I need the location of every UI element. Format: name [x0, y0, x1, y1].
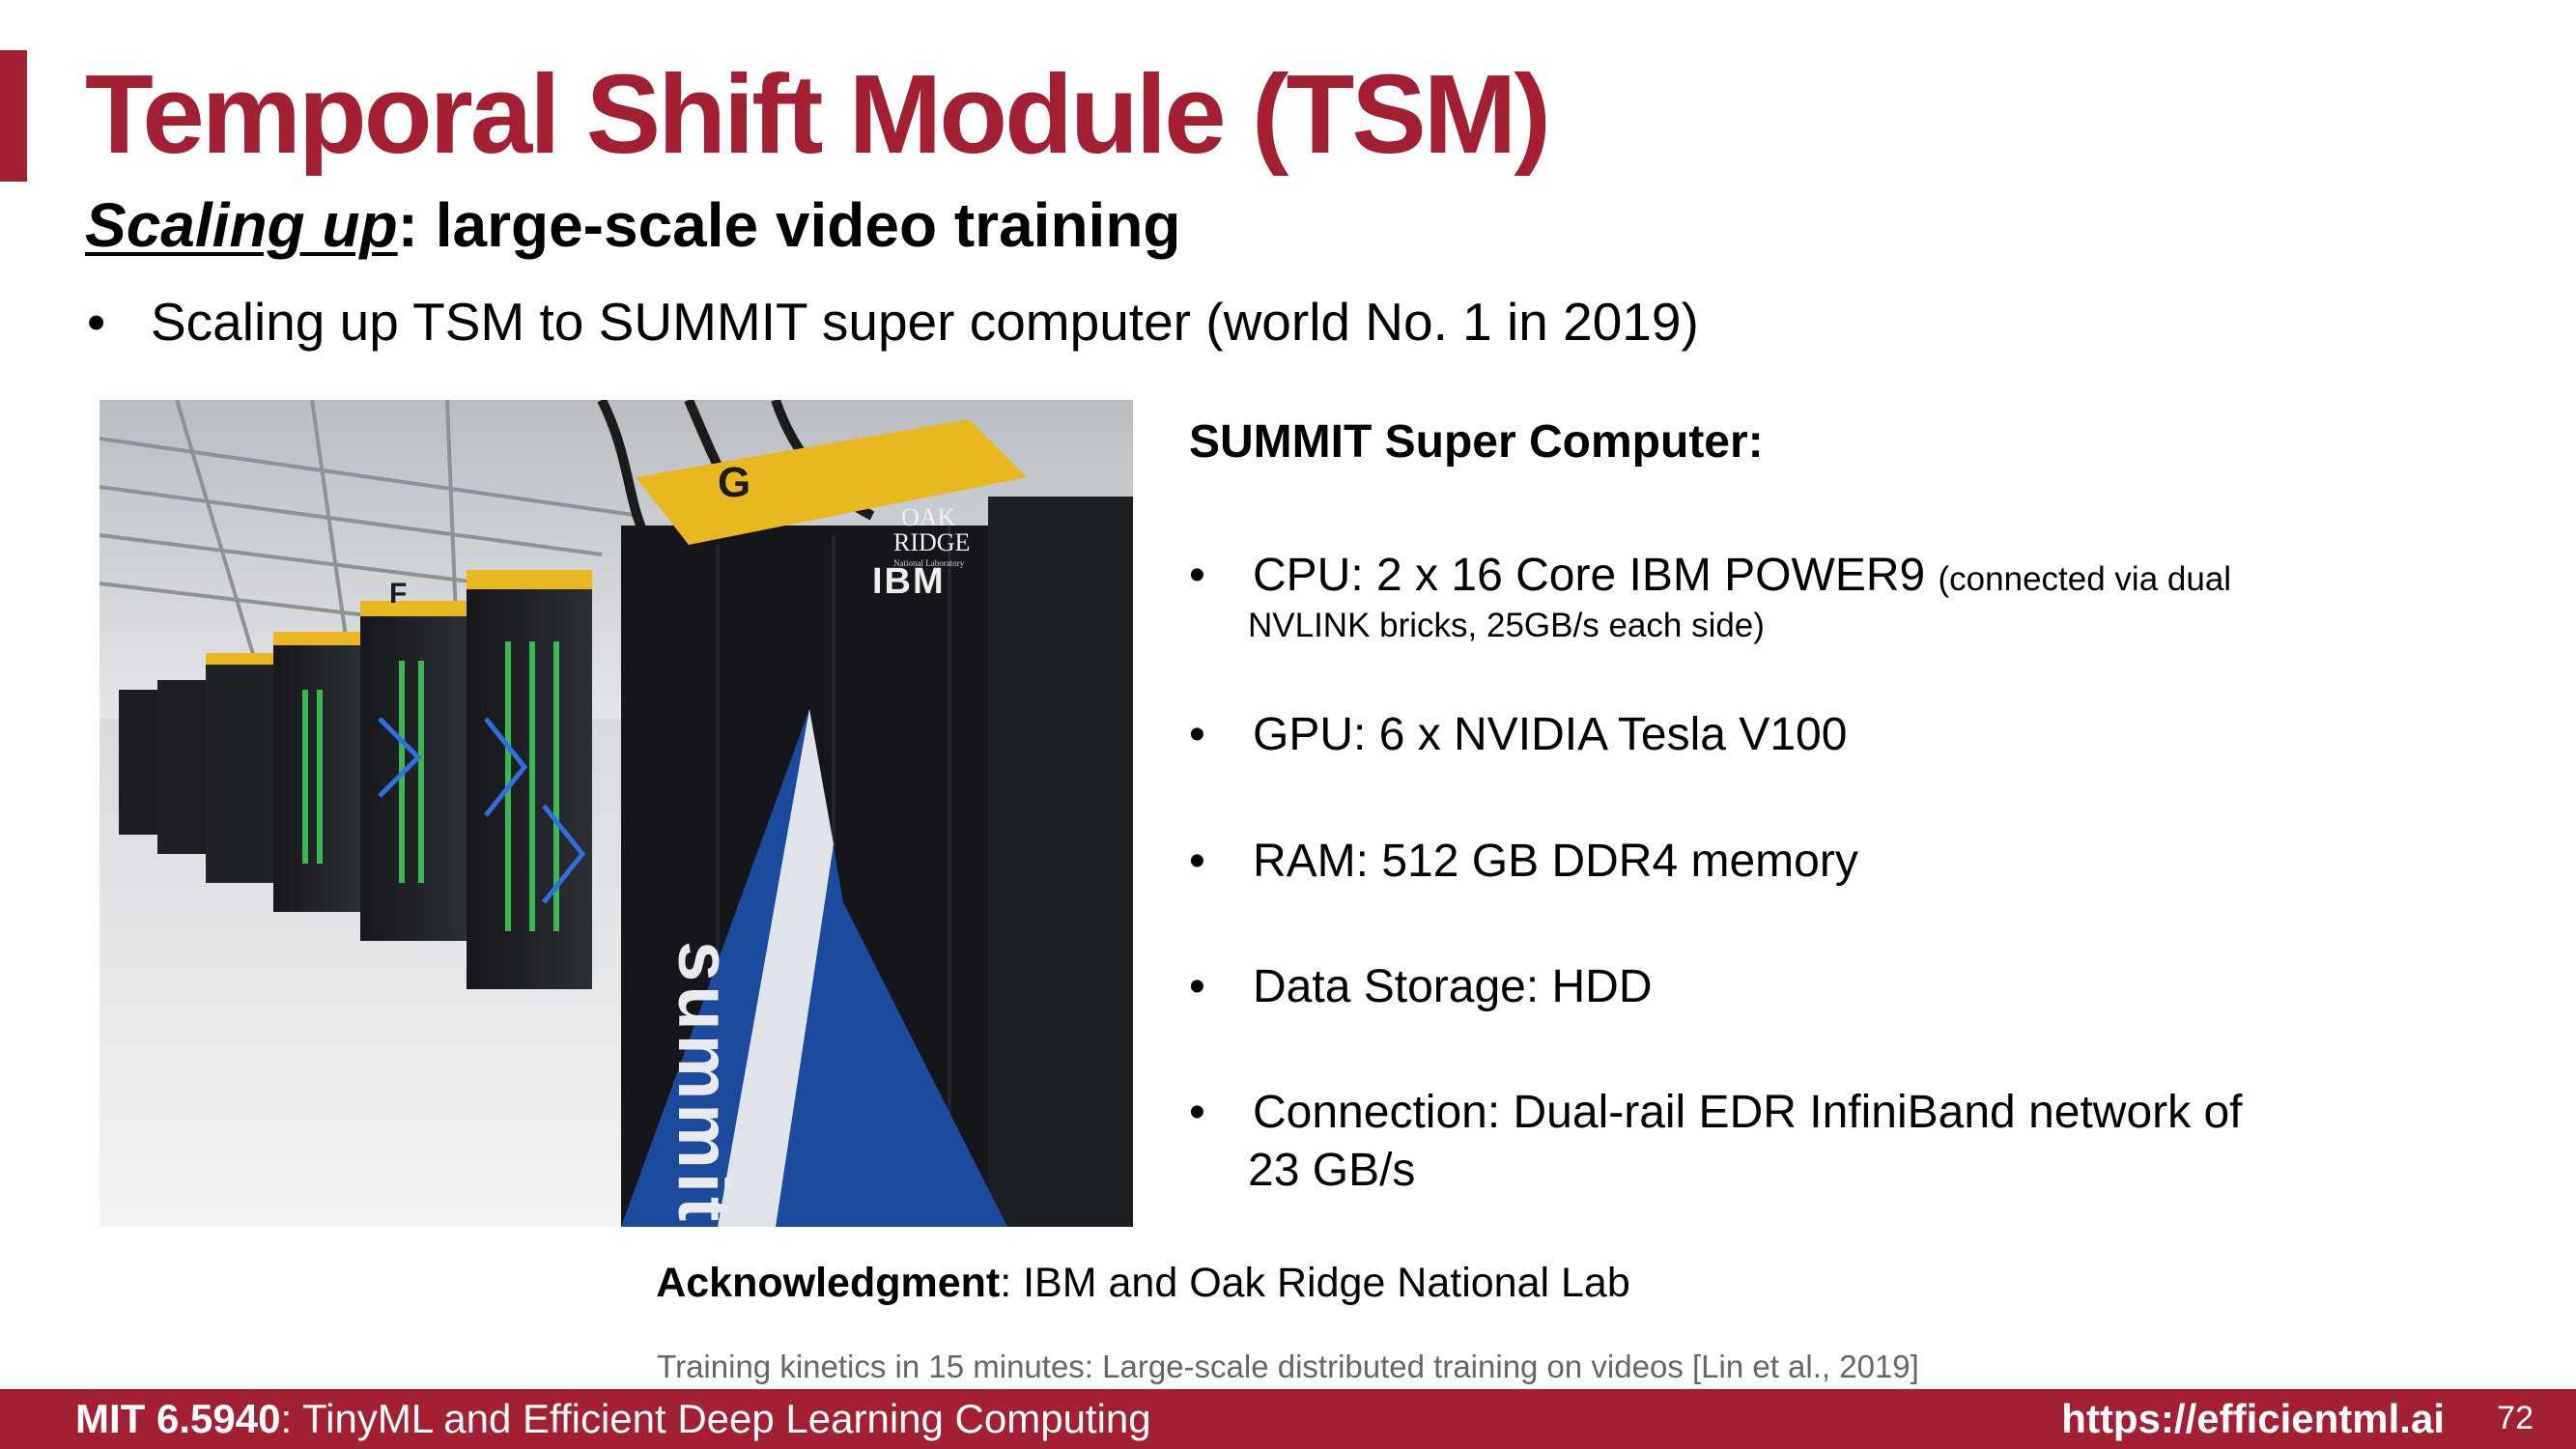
slide-subtitle: Scaling up: large-scale video training [85, 191, 1181, 259]
footer-course: MIT 6.5940: TinyML and Efficient Deep Le… [75, 1396, 1151, 1442]
bullet-dot-icon: • [87, 292, 106, 352]
ibm-label: IBM [872, 561, 946, 602]
acknowledgment-label: Acknowledgment [656, 1260, 1001, 1306]
subtitle-rest: : large-scale video training [397, 190, 1181, 260]
subtitle-emphasis: Scaling up [85, 190, 398, 260]
spec-gpu: • GPU: 6 x NVIDIA Tesla V100 [1189, 706, 1847, 764]
lab-label-line2: RIDGE [893, 528, 970, 556]
bullet-dot-icon: • [1189, 961, 1205, 1012]
spec-storage-text: Data Storage: HDD [1253, 961, 1653, 1012]
page-number: 72 [2497, 1400, 2534, 1436]
spec-connection-text: Connection: Dual-rail EDR InfiniBand net… [1253, 1087, 2243, 1138]
footer-url-link[interactable]: https://efficientml.ai [2061, 1396, 2445, 1441]
footer-course-code: MIT 6.5940 [75, 1396, 281, 1441]
bullet-summit-text: Scaling up TSM to SUMMIT super computer … [151, 292, 1699, 352]
summit-logo-text: summit [663, 941, 745, 1225]
bullet-dot-icon: • [1189, 836, 1205, 887]
specs-title: SUMMIT Super Computer: [1189, 416, 1764, 468]
bullet-dot-icon: • [1189, 1087, 1205, 1138]
acknowledgment-text: : IBM and Oak Ridge National Lab [1000, 1260, 1630, 1306]
row-letter-f: F [389, 578, 407, 610]
title-accent-bar [0, 50, 27, 182]
lab-label-line1: OAK [901, 503, 956, 531]
spec-gpu-text: GPU: 6 x NVIDIA Tesla V100 [1253, 709, 1848, 760]
bullet-dot-icon: • [1189, 709, 1205, 760]
bullet-dot-icon: • [1189, 550, 1205, 601]
footer-bar: MIT 6.5940: TinyML and Efficient Deep Le… [0, 1389, 2576, 1449]
summit-photo: G F summit OAK RIDGE National Laboratory… [99, 400, 1133, 1227]
footer-course-name: : TinyML and Efficient Deep Learning Com… [280, 1396, 1151, 1441]
spec-cpu-text: CPU: 2 x 16 Core IBM POWER9 [1253, 550, 1926, 601]
spec-connection: • Connection: Dual-rail EDR InfiniBand ne… [1189, 1084, 2243, 1200]
spec-ram: • RAM: 512 GB DDR4 memory [1189, 833, 1858, 891]
row-letter-g: G [718, 459, 750, 506]
spec-cpu: • CPU: 2 x 16 Core IBM POWER9 (connected … [1189, 547, 2231, 647]
summit-photo-illustration: G F summit OAK RIDGE National Laboratory… [99, 400, 1133, 1227]
bullet-summit: • Scaling up TSM to SUMMIT super computer… [87, 290, 1699, 354]
spec-cpu-note-cont: NVLINK bricks, 25GB/s each side) [1248, 607, 1765, 644]
spec-storage: • Data Storage: HDD [1189, 958, 1653, 1016]
spec-ram-text: RAM: 512 GB DDR4 memory [1253, 836, 1858, 887]
acknowledgment: Acknowledgment: IBM and Oak Ridge Nation… [0, 1260, 2576, 1307]
lab-label-line3: National Laboratory [893, 558, 965, 568]
spec-cpu-note: (connected via dual [1938, 560, 2232, 598]
slide-title: Temporal Shift Module (TSM) [85, 51, 1551, 177]
citation: Training kinetics in 15 minutes: Large-s… [657, 1349, 1919, 1384]
spec-connection-cont: 23 GB/s [1248, 1145, 1416, 1196]
